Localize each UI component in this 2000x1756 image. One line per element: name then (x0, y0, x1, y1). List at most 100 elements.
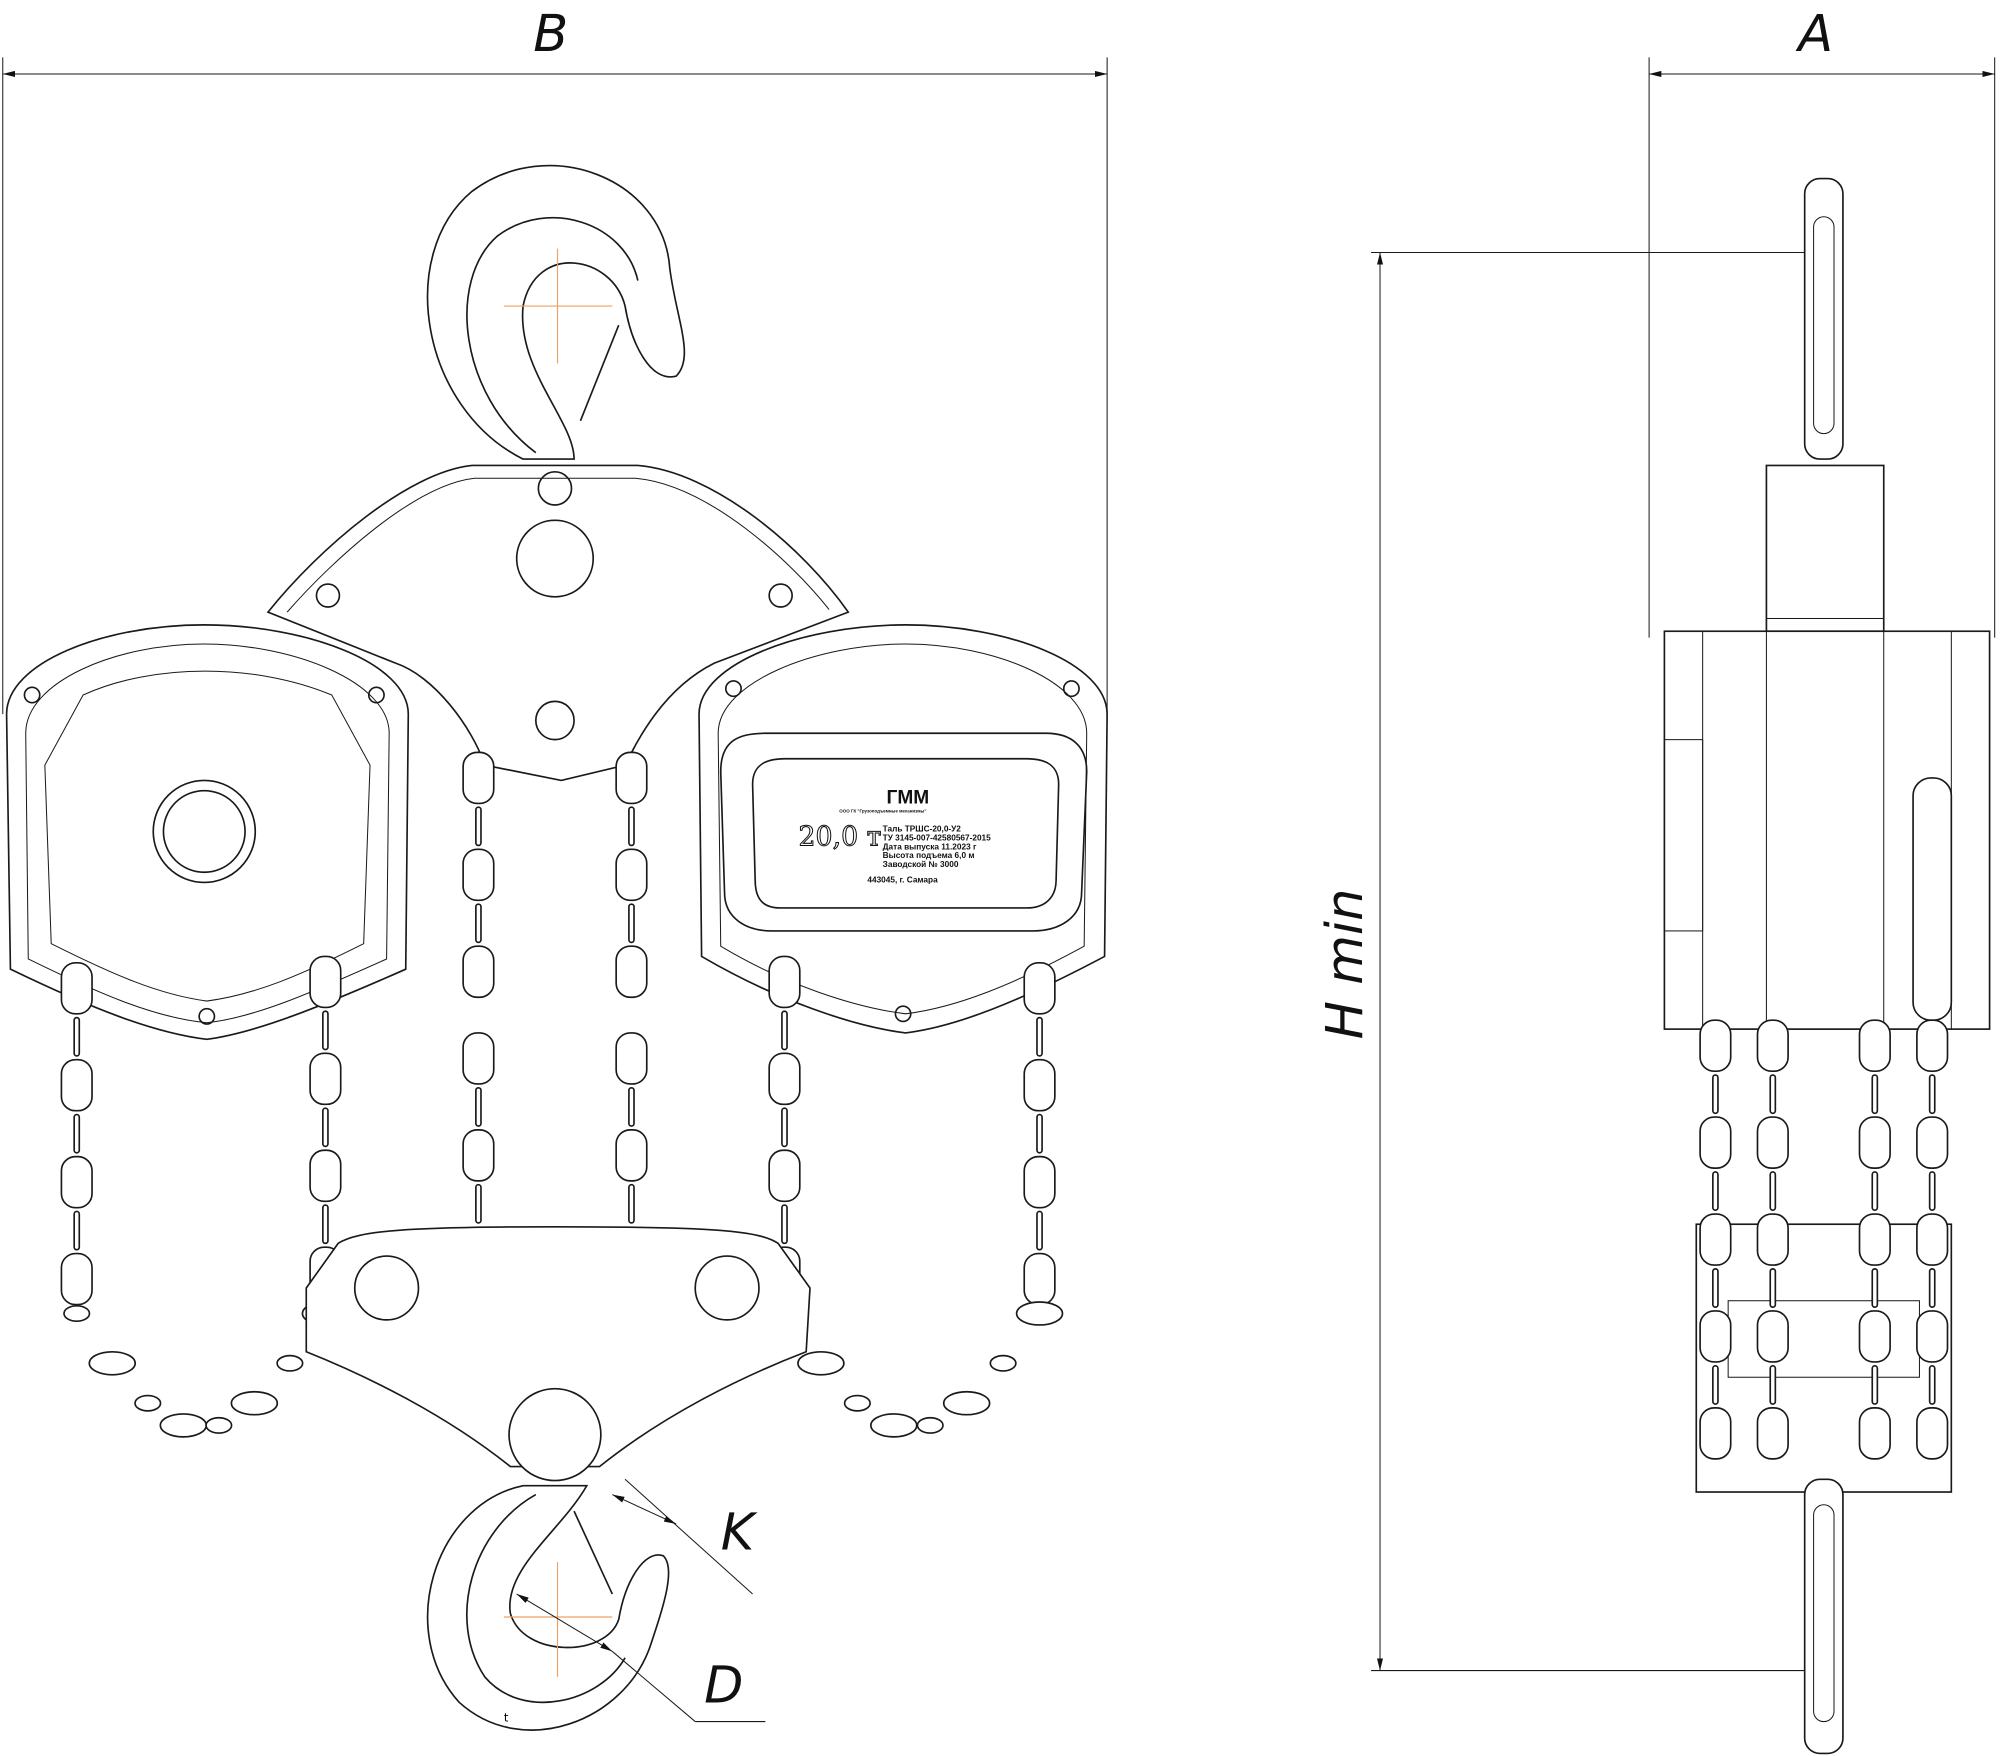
chain-link (628, 806, 635, 847)
dimension-k-label: K (721, 1503, 758, 1562)
left-wheel-housing (5, 624, 410, 1041)
chain-link (781, 1107, 788, 1148)
chain-link (1699, 1310, 1732, 1363)
dimension-h-min: H min (1316, 251, 1827, 1672)
chain-link (615, 848, 648, 902)
chain-link (1769, 1268, 1777, 1308)
chain-link (1769, 1364, 1777, 1405)
chain-link (309, 955, 342, 1009)
chain-link (1858, 1407, 1891, 1460)
dimension-b-label: B (533, 5, 568, 64)
chain-link (615, 751, 648, 805)
chain-link (768, 1052, 801, 1106)
chain-link (1036, 1016, 1043, 1057)
chain-link (615, 1129, 648, 1182)
chain-link (1858, 1019, 1891, 1073)
chain-link (1756, 1213, 1789, 1266)
chain-link (768, 955, 801, 1009)
chain-link (475, 806, 482, 847)
chain-link (870, 1413, 918, 1438)
chain-link (462, 751, 495, 805)
chain-link (615, 1032, 648, 1085)
chain-link (1871, 1364, 1879, 1405)
chain-link (615, 945, 648, 999)
chain-link (60, 1058, 93, 1112)
dimension-h-label: H min (1316, 889, 1375, 1040)
side-view (1663, 177, 1991, 1755)
chain-link (843, 1394, 871, 1412)
chain-link (1871, 1171, 1879, 1212)
chain-link (73, 1016, 81, 1057)
chain-link (1928, 1364, 1936, 1405)
chain-link (781, 1204, 788, 1245)
chain-link (1712, 1268, 1719, 1308)
capacity-label: 20,0 т (799, 821, 882, 852)
address-label: 443045, г. Самара (867, 875, 938, 884)
chain-link (462, 1032, 495, 1085)
chain-link (1916, 1213, 1949, 1266)
company-name: ООО ГК "Грузоподъемные механизмы" (839, 808, 926, 813)
chain-link (159, 1413, 208, 1438)
chain-link (1712, 1364, 1719, 1405)
nameplate-line: Заводской № 3000 (883, 860, 959, 869)
chain-link (276, 1354, 304, 1372)
chain-link (916, 1416, 944, 1434)
top-block (266, 464, 850, 782)
chain-link (1712, 1074, 1719, 1115)
dimension-b: B (2, 5, 1108, 715)
chain-link (462, 848, 495, 902)
chain-link (73, 1113, 81, 1154)
dimension-d-label: D (704, 1656, 743, 1715)
bottom-block (305, 1225, 811, 1482)
chain-link (73, 1210, 81, 1251)
chain-link (230, 1390, 279, 1416)
chain-link (1015, 1301, 1064, 1326)
dimension-a: A (1648, 5, 1996, 638)
nameplate-line: Таль ТРШС-20,0-У2 (883, 824, 962, 833)
chain-link (768, 1149, 801, 1203)
nameplate: ГММ ООО ГК "Грузоподъемные механизмы" 20… (719, 732, 1088, 932)
dimension-a-label: A (1795, 5, 1833, 64)
chain-link (1871, 1074, 1879, 1115)
chain-link (1916, 1019, 1949, 1073)
chain-link (1699, 1019, 1732, 1073)
chain-link (60, 1252, 93, 1306)
nameplate-line: ТУ 3145-007-42580567-2015 (883, 833, 991, 842)
chain-link (1769, 1074, 1777, 1115)
chain-link (1699, 1213, 1732, 1266)
chain-link (1858, 1116, 1891, 1169)
chain-link (88, 1350, 137, 1376)
chain-link (1699, 1116, 1732, 1169)
top-hook (426, 164, 686, 460)
chain-link (309, 1149, 342, 1203)
chain-link (134, 1394, 162, 1412)
chain-link (1916, 1116, 1949, 1169)
chain-link (989, 1354, 1017, 1372)
chain-link (1756, 1310, 1789, 1363)
chain-link (1023, 1155, 1056, 1209)
chain-link (475, 1183, 482, 1224)
chain-link (322, 1204, 329, 1245)
chain-link (1928, 1171, 1936, 1212)
chain-link (205, 1416, 233, 1434)
chain-link (1756, 1116, 1789, 1169)
chain-link (1756, 1019, 1789, 1073)
chain-link (628, 903, 635, 944)
chain-link (1023, 1058, 1056, 1112)
front-view: ГММ ООО ГК "Грузоподъемные механизмы" 20… (5, 164, 1108, 1731)
chain-link (1858, 1213, 1891, 1266)
chain-link (1916, 1310, 1949, 1363)
chain-link (322, 1107, 329, 1148)
brand-logo: ГММ (887, 787, 930, 808)
chain-link (797, 1350, 845, 1376)
chain-link (1712, 1171, 1719, 1212)
chain-link (475, 1086, 482, 1127)
chain-link (63, 1305, 91, 1322)
chain-link (60, 961, 93, 1015)
nameplate-line: Высота подъема 6,0 м (883, 851, 975, 860)
chain-link (1858, 1310, 1891, 1363)
chain-link (1036, 1210, 1043, 1251)
chain-link (628, 1183, 635, 1224)
